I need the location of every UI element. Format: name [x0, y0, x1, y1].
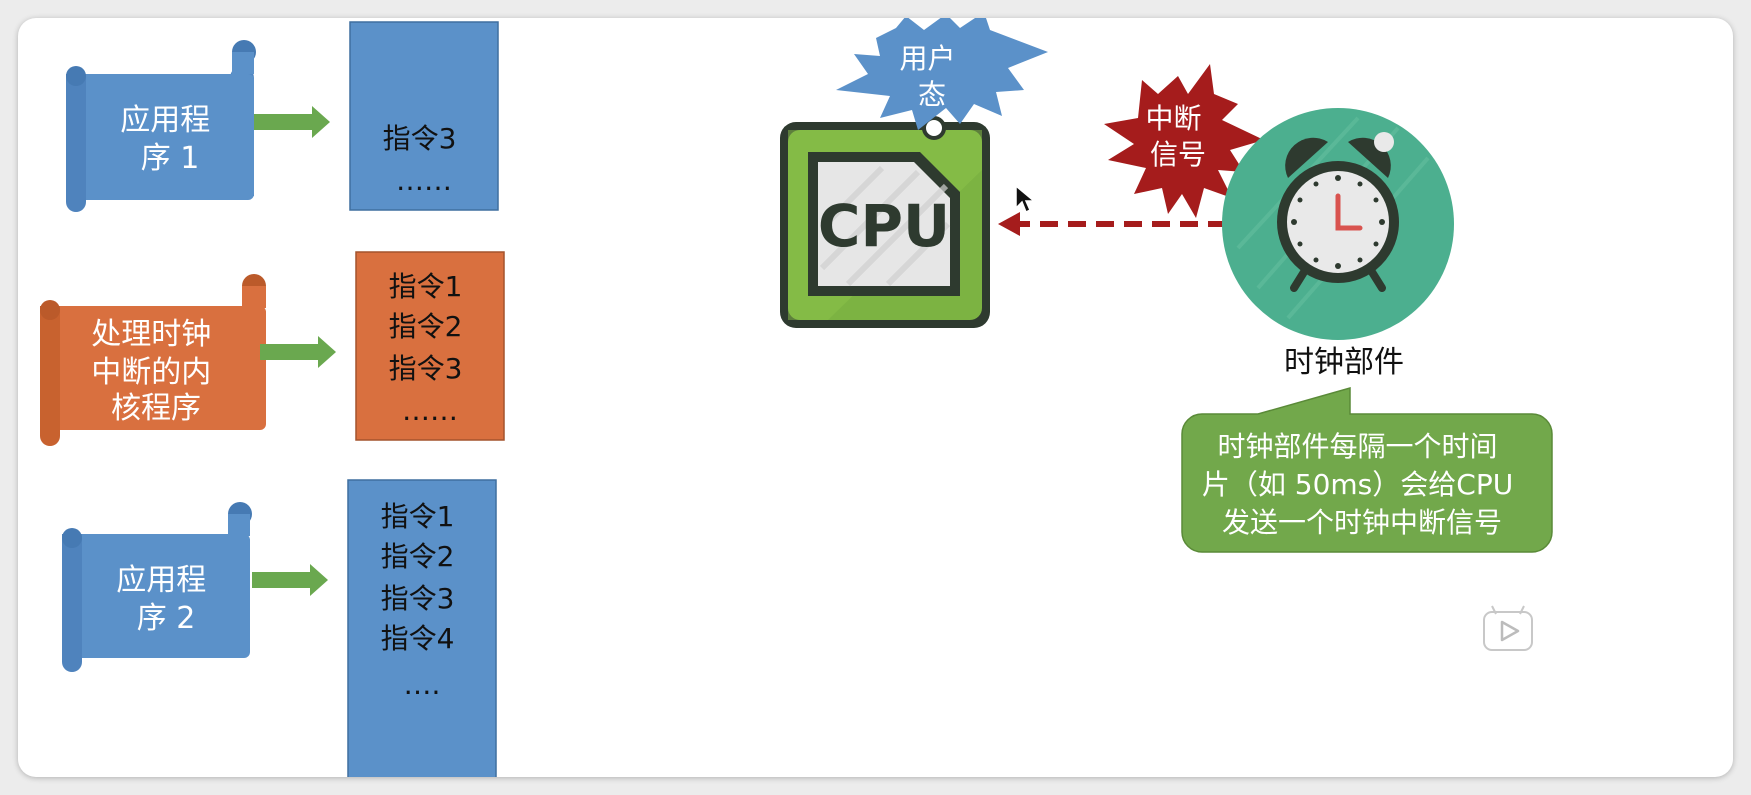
- scroll-text-line: 序 1: [141, 141, 200, 176]
- play-button[interactable]: [1483, 605, 1533, 651]
- instruction-line: 指令3: [381, 582, 455, 615]
- instruction-line: 指令3: [383, 122, 457, 155]
- instruction-line: ….: [404, 668, 441, 701]
- burst-text-line: 中断: [1146, 102, 1202, 135]
- callout-line: 发送一个时钟中断信号: [1222, 506, 1502, 539]
- user-mode-burst: 用户 态: [836, 18, 1048, 130]
- alarm-clock-icon: [1222, 108, 1454, 340]
- callout-line: 时钟部件每隔一个时间: [1218, 430, 1498, 463]
- svg-text:时钟部件每隔一个时间 片（如 50ms）会给CP: 时钟部件每隔一个时间 片（如 50ms）会给CPU 发送一个时钟中断信号: [1202, 430, 1522, 539]
- instruction-box-kernel: 指令1 指令2 指令3 ……: [355, 251, 505, 441]
- callout-line: 片（如 50ms）会给CPU: [1202, 468, 1513, 501]
- instruction-line: 指令2: [389, 310, 463, 343]
- scroll-text-line: 序 2: [137, 601, 196, 636]
- scroll-kernel-interrupt: 处理时钟 中断的内 核程序: [40, 274, 266, 446]
- svg-text:应用程 序 1: 应用程 序 1: [120, 103, 220, 176]
- arrow-scroll2-to-box2: [260, 336, 336, 368]
- burst-text-line: 用户: [900, 42, 956, 75]
- instruction-line: 指令4: [381, 622, 455, 655]
- burst-text-line: 态: [918, 78, 946, 111]
- instruction-line: 指令1: [389, 270, 463, 303]
- arrow-scroll3-to-box3: [252, 564, 328, 596]
- scroll-app-2: 应用程 序 2: [62, 502, 252, 672]
- scroll-text-line: 应用程: [120, 103, 210, 138]
- burst-text-line: 信号: [1150, 138, 1206, 171]
- interrupt-arrow: [998, 212, 1226, 236]
- pointer-cursor-icon: [1015, 184, 1037, 214]
- svg-text:指令3 ……: 指令3 ……: [383, 122, 466, 197]
- scroll-app-1: 应用程 序 1: [66, 40, 256, 212]
- instruction-box-app-2: 指令1 指令2 指令3 指令4 ….: [347, 479, 497, 777]
- play-icon: [1500, 620, 1520, 642]
- scroll-text-line: 核程序: [111, 391, 201, 426]
- scroll-text-line: 应用程: [116, 563, 206, 598]
- scroll-text-line: 处理时钟: [91, 317, 211, 352]
- svg-text:指令1 指令2 指令3: 指令1 指令2 指令3 ……: [389, 270, 472, 427]
- instruction-line: 指令2: [381, 540, 455, 573]
- svg-text:中断 信号: 中断 信号: [1146, 102, 1211, 171]
- instruction-line: ……: [396, 164, 452, 197]
- interrupt-signal-burst: 中断 信号: [1104, 64, 1264, 218]
- instruction-line: ……: [402, 394, 458, 427]
- instruction-line: 指令3: [389, 352, 463, 385]
- svg-text:指令1 指令2 指令3: 指令1 指令2 指令3 指令4 ….: [381, 500, 464, 701]
- arrow-scroll1-to-box1: [254, 106, 330, 138]
- scroll-text-line: 中断的内: [91, 355, 211, 390]
- instruction-line: 指令1: [381, 500, 455, 533]
- cpu-chip-icon: CPU: [780, 116, 990, 328]
- diagram-canvas: 应用程 序 1 处理时钟 中断的内 核程序 应用程 序 2: [40, 18, 1553, 777]
- slide: 应用程 序 1 处理时钟 中断的内 核程序 应用程 序 2: [18, 18, 1733, 777]
- svg-text:用户 态: 用户 态: [900, 42, 965, 111]
- clock-caption: 时钟部件: [1284, 345, 1404, 380]
- svg-text:应用程 序 2: 应用程 序 2: [116, 563, 216, 636]
- instruction-box-app-1: 指令3 ……: [349, 21, 499, 211]
- callout-bubble: 时钟部件每隔一个时间 片（如 50ms）会给CPU 发送一个时钟中断信号: [1181, 387, 1553, 553]
- svg-text:处理时钟 中断的内 核程序: 处理时钟 中断的内 核程序: [91, 317, 221, 426]
- cpu-label: CPU: [818, 192, 950, 260]
